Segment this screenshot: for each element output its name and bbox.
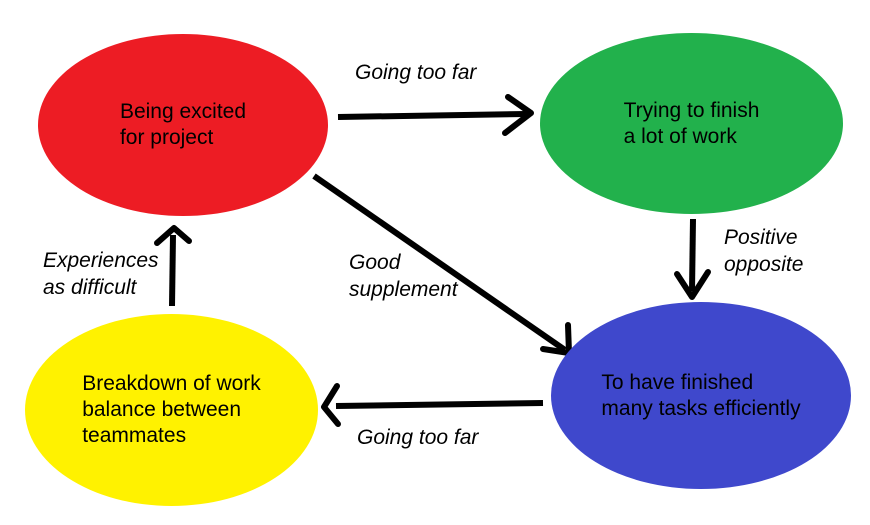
node-trying-to-finish: Trying to finish a lot of work (540, 33, 843, 214)
edge-label-going-too-far-top: Going too far (355, 61, 477, 84)
node-finished-tasks: To have finished many tasks efficiently (551, 302, 851, 489)
arrow-finished-to-breakdown (321, 383, 544, 427)
edge-label-experiences-as-difficult: Experiences as difficult (43, 249, 159, 299)
arrow-excited-to-trying (337, 94, 534, 136)
node-being-excited-label: Being excited for project (119, 100, 247, 149)
edge-label-positive-opposite: Positive opposite (724, 226, 804, 276)
arrow-trying-to-finished (674, 218, 711, 300)
edge-label-going-too-far-bottom: Going too far (357, 426, 479, 449)
node-breakdown-of-work: Breakdown of work balance between teamma… (25, 314, 318, 506)
node-breakdown-of-work-label: Breakdown of work balance between teamma… (82, 372, 261, 447)
edge-label-good-supplement: Good supplement (349, 251, 458, 301)
node-trying-to-finish-label: Trying to finish a lot of work (623, 98, 760, 148)
node-finished-tasks-label: To have finished many tasks efficiently (601, 370, 801, 420)
arrow-breakdown-to-excited (154, 225, 192, 307)
node-being-excited: Being excited for project (38, 34, 328, 216)
